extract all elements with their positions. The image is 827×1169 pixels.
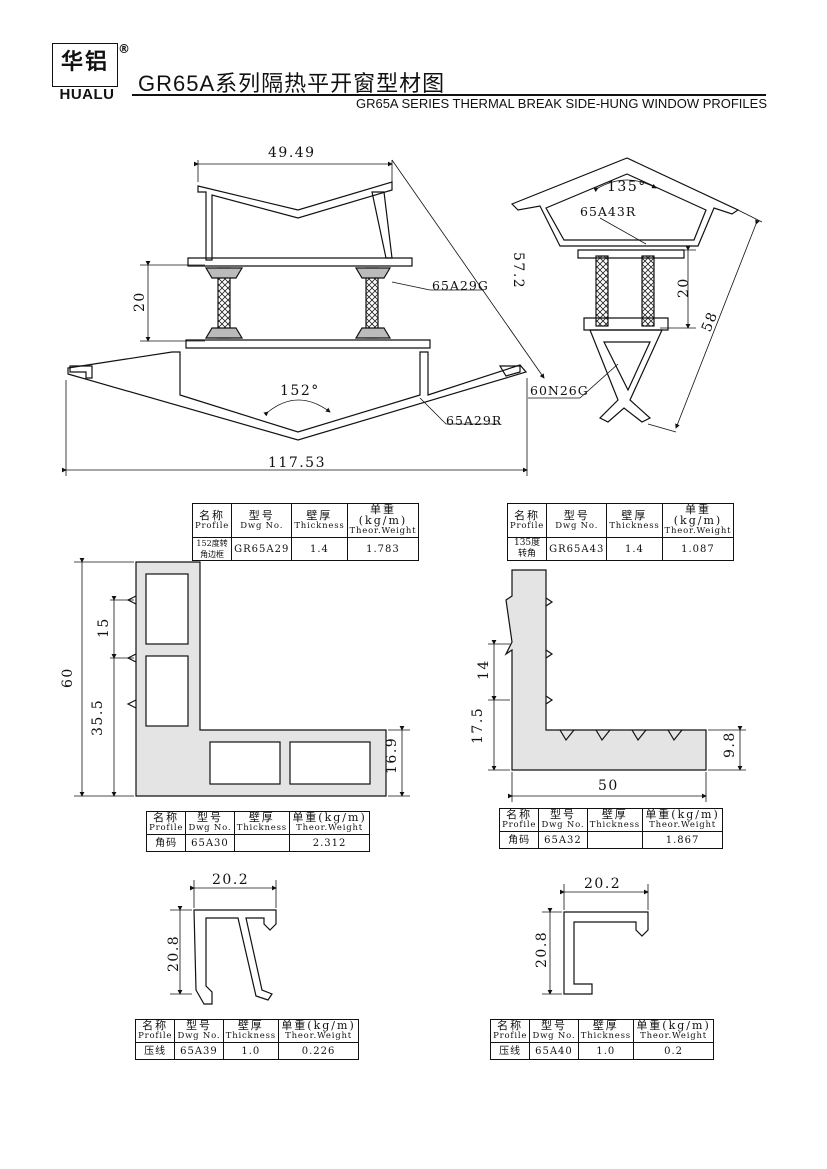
dim-20-2-bead39: 20.2	[212, 872, 249, 888]
cell-profile: 152度转角边框	[191, 537, 233, 561]
bead-65A39-drawing	[193, 909, 277, 1005]
cell-weight: 1.867	[642, 831, 723, 849]
cleat-65A30-dimensions	[74, 558, 410, 797]
cell-weight: 1.087	[661, 537, 735, 561]
dim-20-8-bead39: 20.8	[166, 935, 182, 972]
cell-thickness: 1.0	[577, 1042, 635, 1060]
angle-135: 135°	[607, 179, 647, 195]
dim-16-9: 16.9	[384, 737, 400, 774]
cell-thickness: 1.0	[222, 1042, 280, 1060]
title-divider	[132, 94, 766, 96]
cell-thickness	[586, 831, 644, 849]
cell-dwg: GR65A29	[231, 537, 293, 561]
header-weight: 单重(kg/m)Theor.Weight	[642, 808, 723, 832]
cell-profile: 角码	[498, 831, 540, 849]
cell-dwg: 65A30	[185, 834, 235, 852]
dim-50: 50	[598, 778, 619, 794]
cell-dwg: 65A39	[174, 1042, 224, 1060]
cell-profile: 角码	[145, 834, 187, 852]
page-title-english: GR65A SERIES THERMAL BREAK SIDE-HUNG WIN…	[355, 96, 767, 111]
bead-65A39-dimensions	[170, 880, 277, 995]
cleat-65A30-drawing	[126, 561, 387, 797]
dim-58: 58	[699, 309, 722, 334]
cell-weight: 2.312	[289, 834, 370, 852]
dim-60: 60	[60, 667, 76, 688]
dim-14: 14	[476, 659, 492, 680]
angle-152: 152°	[280, 383, 320, 399]
label-65A29G: 65A29G	[432, 278, 489, 293]
header-weight: 单重(kg/m)Theor.Weight	[278, 1019, 359, 1043]
dim-20-2-bead40: 20.2	[584, 876, 621, 892]
page-title-chinese: GR65A系列隔热平开窗型材图	[138, 71, 446, 96]
cell-profile: 压线	[489, 1042, 531, 1060]
dim-49-49: 49.49	[268, 145, 316, 161]
cell-weight: 0.2	[633, 1042, 714, 1060]
header-weight: 单重(kg/m)Theor.Weight	[346, 503, 420, 538]
cleat-65A32-dimensions	[488, 640, 746, 802]
cell-dwg: 65A40	[529, 1042, 579, 1060]
frame-152-dimensions	[62, 159, 545, 476]
registered-mark: ®	[118, 42, 130, 56]
cell-thickness: 1.4	[291, 537, 348, 561]
cell-dwg: 65A32	[538, 831, 588, 849]
corner-135-dimensions	[528, 209, 763, 433]
header-weight: 单重(kg/m)Theor.Weight	[289, 811, 370, 835]
cell-weight: 0.226	[278, 1042, 359, 1060]
dim-57-2: 57.2	[510, 252, 526, 289]
dim-20-8-bead40: 20.8	[534, 931, 550, 968]
label-60N26G: 60N26G	[530, 383, 589, 398]
dim-15: 15	[96, 617, 112, 638]
cell-profile: 压线	[134, 1042, 176, 1060]
dim-117-53: 117.53	[268, 455, 326, 471]
header-weight: 单重(kg/m)Theor.Weight	[661, 503, 735, 538]
cell-thickness: 1.4	[606, 537, 663, 561]
cell-dwg: GR65A43	[546, 537, 608, 561]
dim-20-frame: 20	[132, 291, 148, 312]
dim-17-5: 17.5	[470, 707, 486, 744]
hualu-logo: 华铝	[52, 43, 118, 87]
bead-65A40-drawing	[563, 911, 649, 995]
cell-thickness	[233, 834, 291, 852]
cleat-65A32-drawing	[504, 569, 707, 771]
cell-weight: 1.783	[346, 537, 420, 561]
cell-profile: 135度转角	[506, 537, 548, 561]
dim-9-8: 9.8	[722, 731, 738, 758]
logo-english-text: HUALU	[59, 86, 115, 103]
label-65A29R: 65A29R	[446, 413, 502, 428]
dim-20-corner: 20	[676, 277, 692, 298]
label-65A43R: 65A43R	[580, 204, 636, 219]
frame-152-drawing	[67, 181, 528, 441]
header-weight: 单重(kg/m)Theor.Weight	[633, 1019, 714, 1043]
logo-chinese-text: 华铝	[60, 50, 109, 75]
dim-35-5: 35.5	[90, 699, 106, 736]
bead-65A40-dimensions	[542, 884, 649, 995]
